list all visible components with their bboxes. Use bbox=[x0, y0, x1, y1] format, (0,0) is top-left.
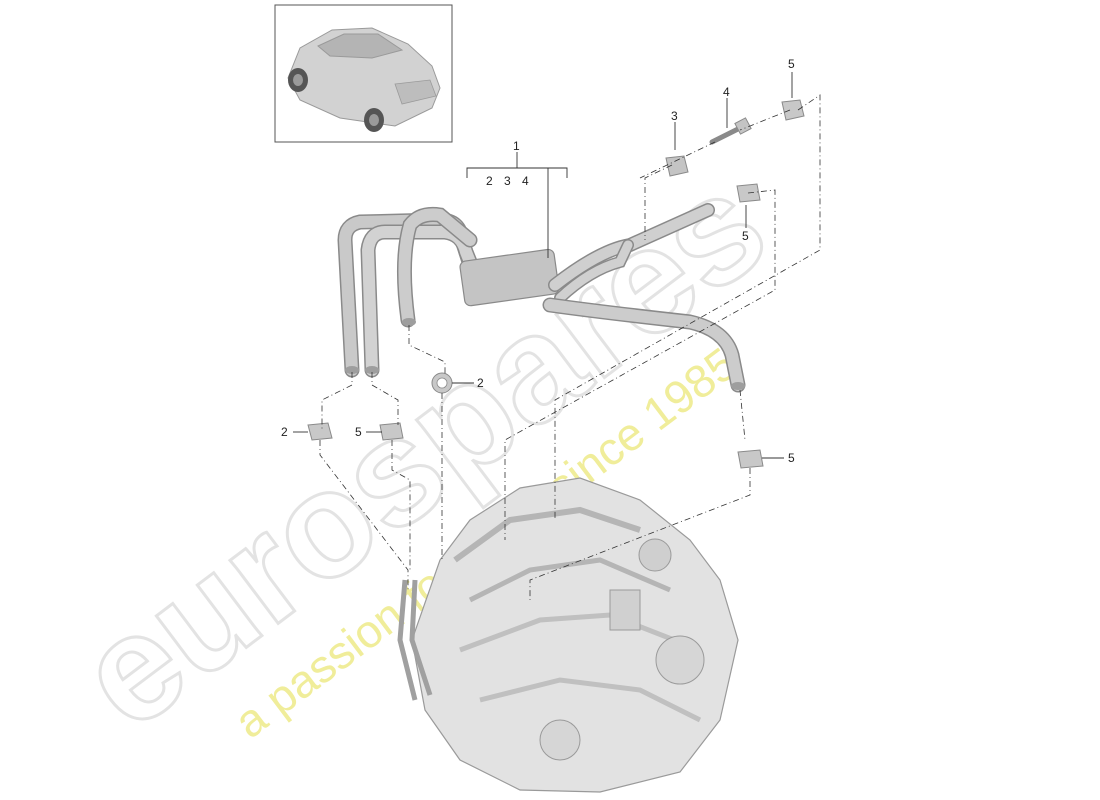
clamp-part-5-right-icon bbox=[737, 449, 764, 469]
clamp-part-2-left-icon bbox=[307, 422, 333, 441]
callout-1-sub-3: 3 bbox=[504, 174, 511, 188]
car-icon bbox=[287, 27, 441, 132]
callout-3: 3 bbox=[671, 109, 678, 123]
clamp-part-3-icon bbox=[665, 155, 689, 177]
coolant-pipe-assembly bbox=[337, 203, 746, 393]
clamp-part-5-left-icon bbox=[379, 422, 404, 441]
callout-1-sub-4: 4 bbox=[522, 174, 529, 188]
clamp-part-2-center-icon bbox=[431, 372, 453, 394]
assembly-lines bbox=[319, 94, 821, 600]
callout-4: 4 bbox=[723, 85, 730, 99]
callout-lines bbox=[293, 72, 793, 459]
callout-5-top: 5 bbox=[788, 57, 795, 71]
clamp-part-5-top-icon bbox=[781, 99, 805, 121]
callout-5-upper-right: 5 bbox=[742, 229, 749, 243]
callout-5-right: 5 bbox=[788, 451, 795, 465]
callout-1: 1 bbox=[513, 139, 520, 153]
callouts: 1 2 3 4 3 4 5 5 2 2 5 5 bbox=[281, 57, 795, 465]
callout-1-sub-2: 2 bbox=[486, 174, 493, 188]
callout-5-left: 5 bbox=[355, 425, 362, 439]
engine-block bbox=[397, 477, 739, 793]
vehicle-thumbnail bbox=[274, 4, 453, 143]
callout-2-center: 2 bbox=[477, 376, 484, 390]
bolt-part-4-icon bbox=[709, 117, 752, 145]
callout-2-left: 2 bbox=[281, 425, 288, 439]
